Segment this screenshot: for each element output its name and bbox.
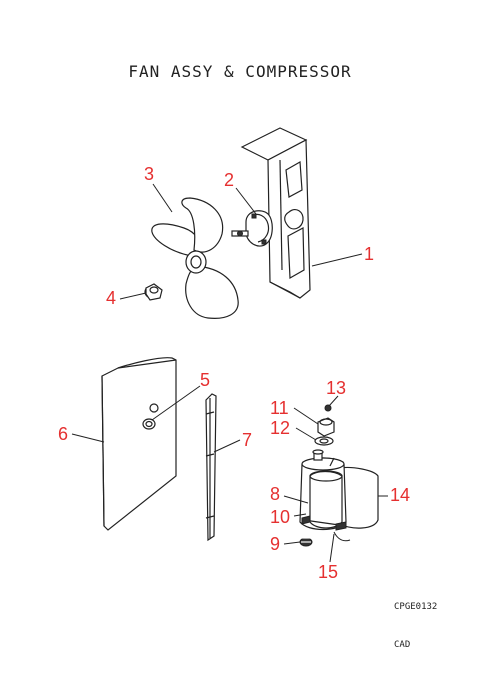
callout-1: 1 <box>364 244 374 264</box>
leader-line-8 <box>283 495 309 504</box>
callout-10: 10 <box>270 507 290 527</box>
terminal-gasket-part <box>314 436 334 446</box>
panel-plug-part <box>142 418 156 430</box>
document-code: CPGE0132 <box>394 602 438 612</box>
diagram-title: FAN ASSY & COMPRESSOR <box>128 62 352 81</box>
callout-14: 14 <box>390 485 410 505</box>
leader-line-5 <box>151 385 201 421</box>
leader-line-2 <box>235 187 257 215</box>
leader-line-9 <box>283 541 301 545</box>
callout-4: 4 <box>106 288 116 308</box>
callout-13: 13 <box>326 378 346 398</box>
footer-label: CAD <box>394 640 411 650</box>
terminal-cover-part <box>317 417 335 437</box>
leader-line-7 <box>213 439 241 453</box>
leader-line-1 <box>311 253 363 267</box>
callout-labels: 1 2 3 4 5 6 7 8 9 10 11 12 13 14 15 <box>58 164 410 582</box>
rubber-mount-part <box>299 537 313 547</box>
fan-motor-part <box>231 210 273 247</box>
fan-blade-part <box>151 197 239 319</box>
leader-line-10 <box>293 513 307 517</box>
compressor-part <box>299 449 379 542</box>
callout-5: 5 <box>200 370 210 390</box>
callout-2: 2 <box>224 170 234 190</box>
callout-6: 6 <box>58 424 68 444</box>
side-panel-part <box>101 357 177 531</box>
fan-nut-part <box>144 283 163 301</box>
leader-line-6 <box>71 433 105 443</box>
leader-line-3 <box>152 183 173 213</box>
callout-11: 11 <box>270 398 289 418</box>
channel-strip-part <box>205 393 217 542</box>
leader-line-12 <box>295 427 317 441</box>
leader-line-15 <box>329 533 335 563</box>
motor-bracket-part <box>240 127 311 299</box>
leader-line-11 <box>293 407 319 425</box>
callout-8: 8 <box>270 484 280 504</box>
terminal-nut-part <box>324 404 332 412</box>
leader-line-13 <box>328 395 339 407</box>
callout-15: 15 <box>318 562 338 582</box>
leader-lines <box>71 183 388 563</box>
callout-9: 9 <box>270 534 280 554</box>
callout-12: 12 <box>270 418 290 438</box>
callout-3: 3 <box>144 164 154 184</box>
callout-7: 7 <box>242 430 252 450</box>
leader-line-4 <box>119 292 147 300</box>
